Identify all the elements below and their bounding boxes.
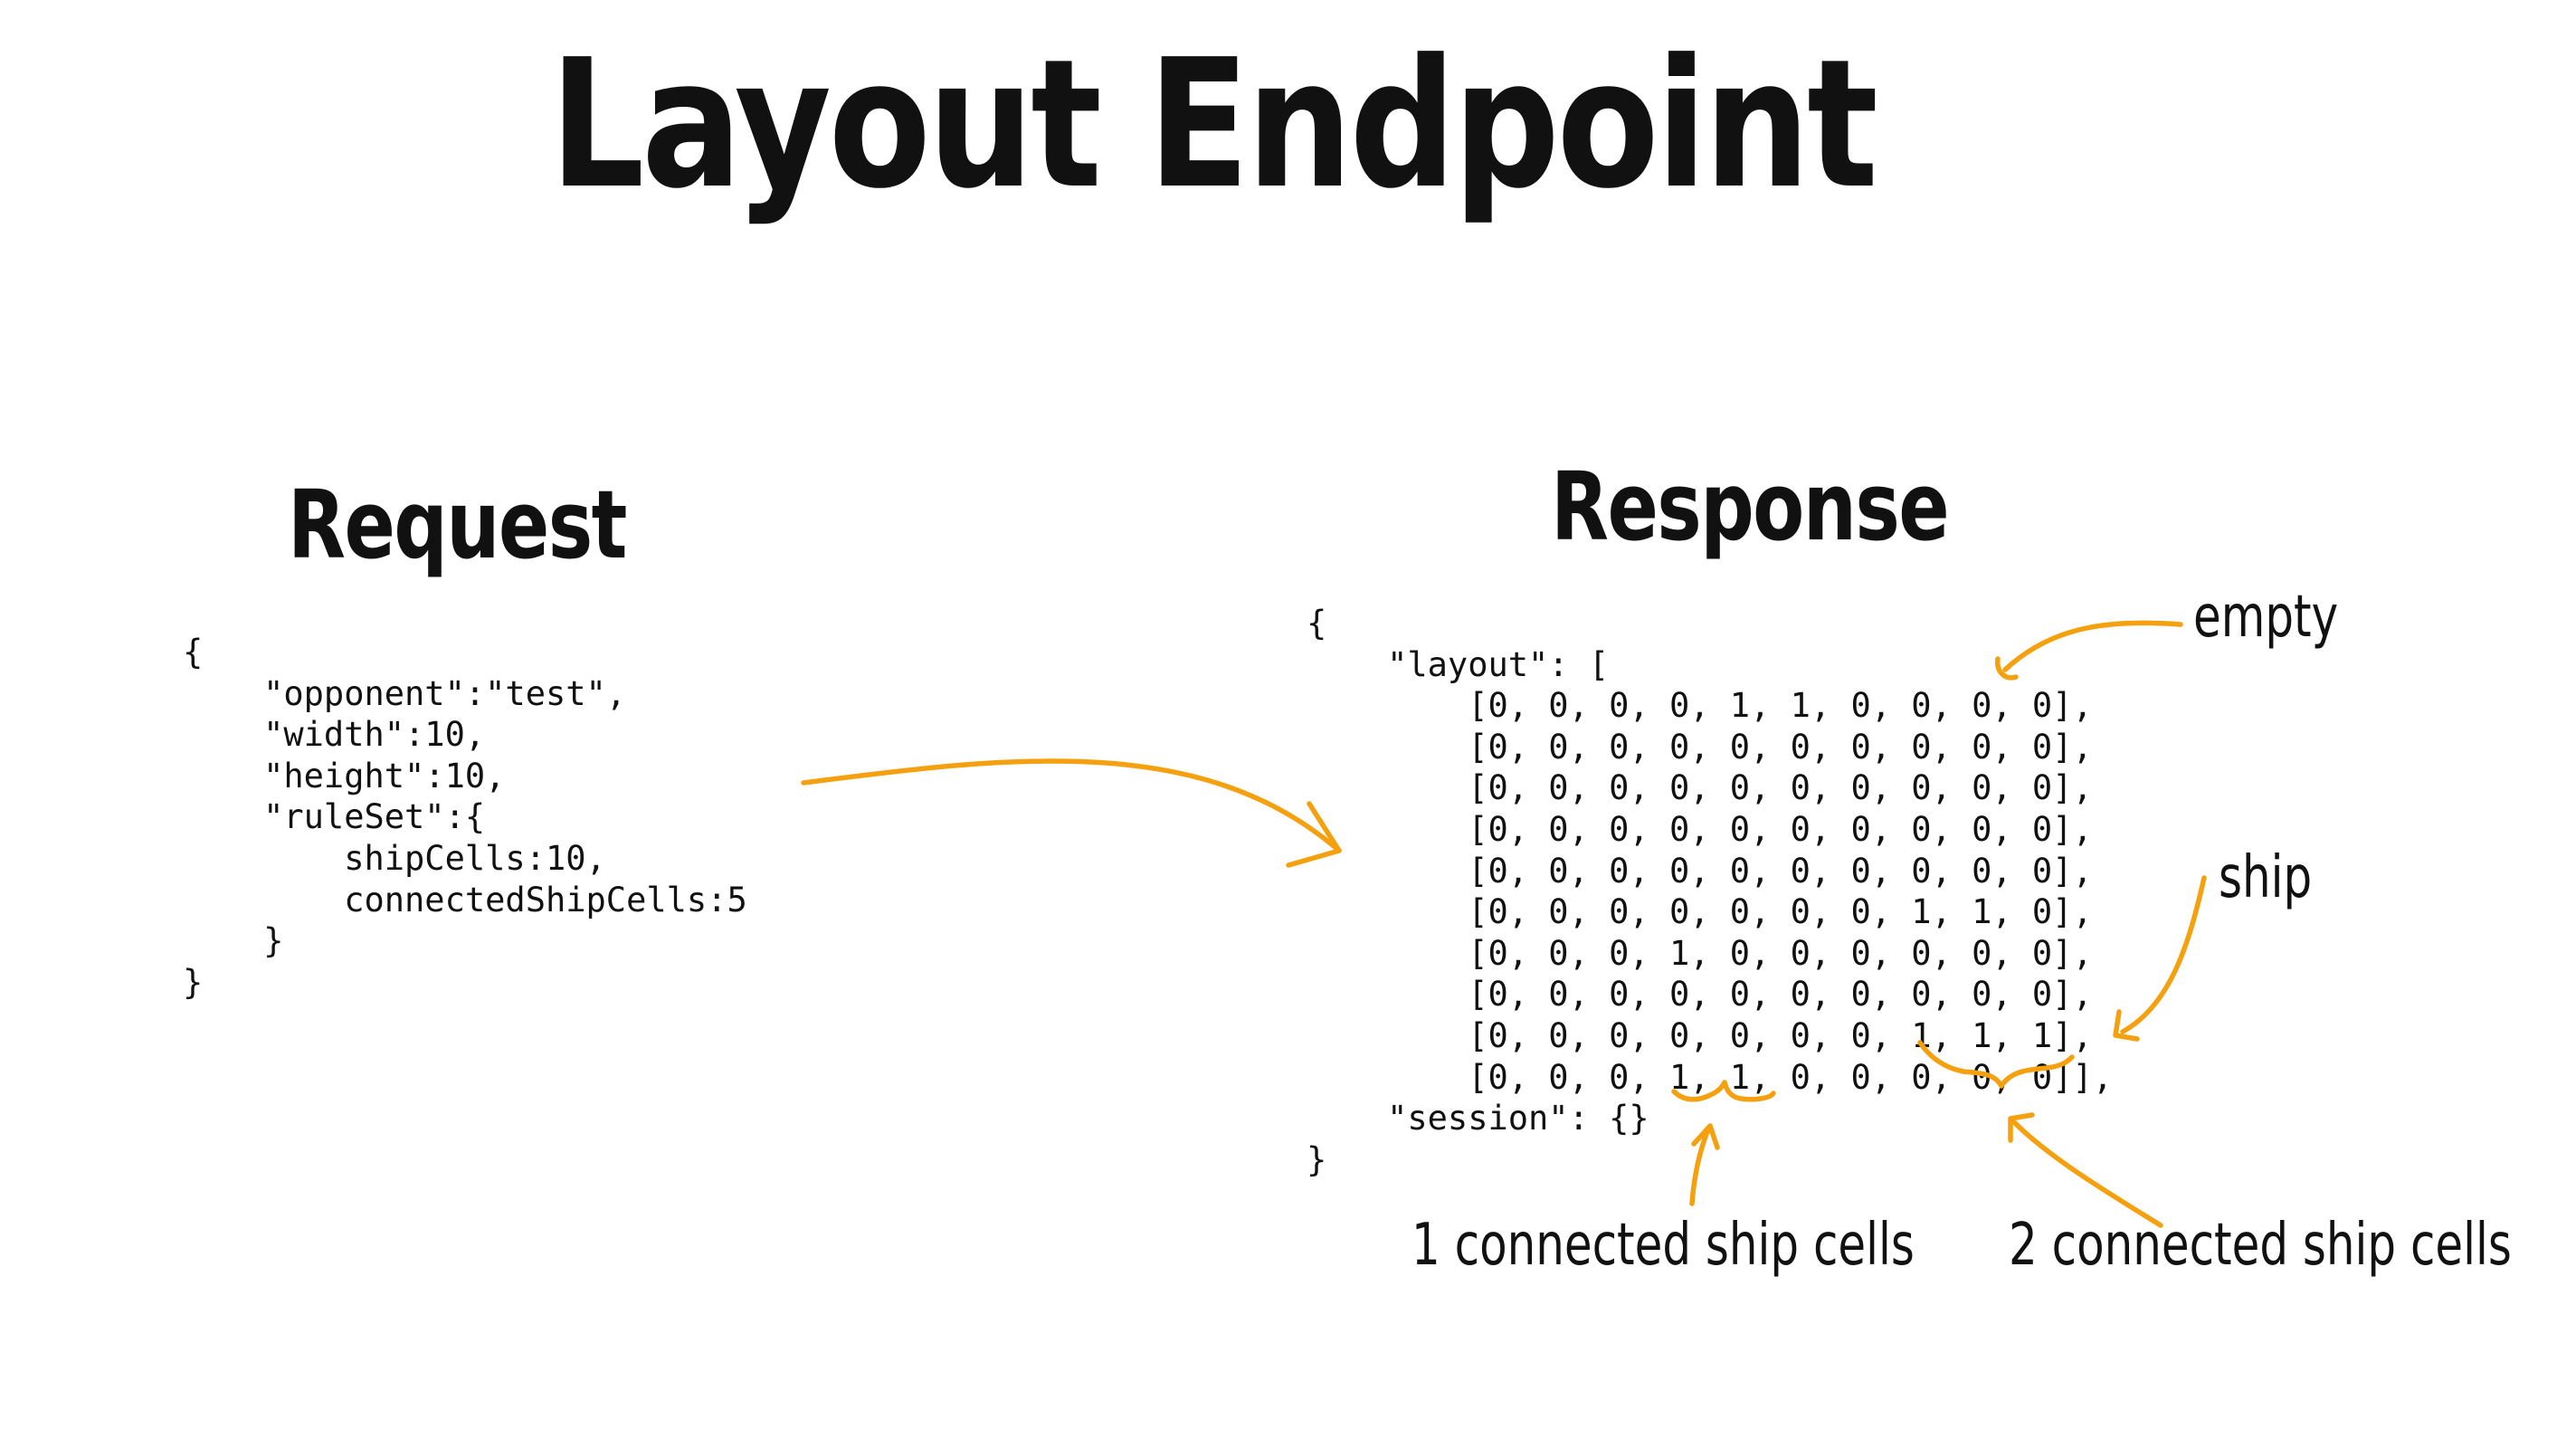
page-title: Layout Endpoint	[549, 22, 1877, 228]
request-to-response-arrow	[801, 758, 1342, 853]
one-connected-arrow	[1689, 1127, 1711, 1206]
response-code-block: { "layout": [ [0, 0, 0, 0, 1, 1, 0, 0, 0…	[1307, 604, 2114, 1179]
response-heading: Response	[1551, 452, 1950, 562]
request-to-response-arrowhead	[1286, 801, 1342, 868]
ship-arrow	[2120, 875, 2207, 1034]
ship-annotation-label: ship	[2219, 844, 2313, 911]
one-connected-annotation-label: 1 connected ship cells	[1412, 1212, 1915, 1279]
request-heading: Request	[288, 470, 627, 580]
two-connected-arrow	[2011, 1119, 2163, 1228]
one-connected-arrowhead	[1691, 1123, 1720, 1150]
two-connected-arrowhead	[2008, 1112, 2035, 1143]
empty-annotation-label: empty	[2193, 584, 2339, 651]
two-connected-brace	[1917, 1040, 2075, 1089]
empty-arrowhead	[1995, 656, 2019, 681]
ship-arrowhead	[2113, 1009, 2140, 1042]
two-connected-annotation-label: 2 connected ship cells	[2009, 1212, 2512, 1279]
empty-arrow	[2002, 620, 2183, 672]
one-connected-brace	[1671, 1080, 1776, 1102]
request-code-block: { "opponent":"test", "width":10, "height…	[183, 633, 747, 1002]
